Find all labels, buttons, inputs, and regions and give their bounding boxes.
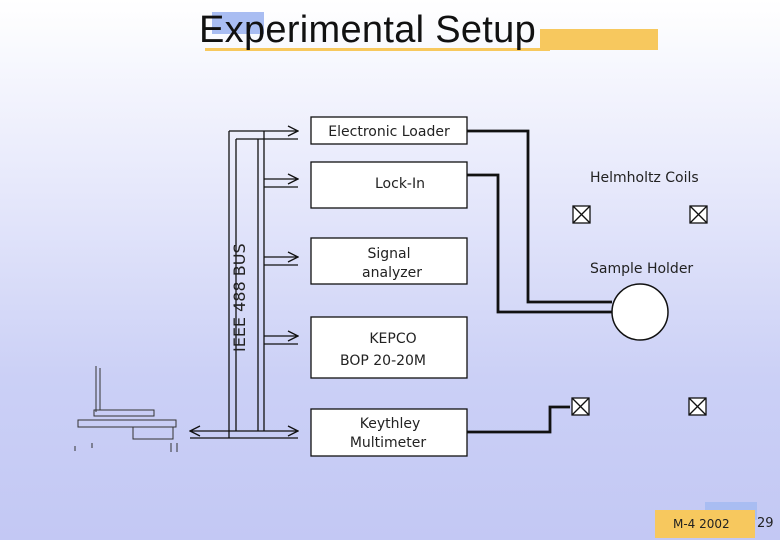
label-multimeter-line1: Keythley <box>360 416 421 432</box>
label-electronic-loader: Electronic Loader <box>328 124 450 140</box>
ieee-bus-line <box>228 131 265 438</box>
label-signal-analyzer-line1: Signal <box>367 246 410 262</box>
label-signal-analyzer-line2: analyzer <box>362 265 422 281</box>
wire-loader-to-sample <box>467 129 612 304</box>
bus-arrow-analyzer <box>264 257 298 266</box>
bus-arrow-loader <box>229 131 298 140</box>
sample-holder-label: Sample Holder <box>590 261 693 277</box>
page-number: 29 <box>757 516 774 531</box>
coil-icon-bottom-right <box>688 397 707 416</box>
label-lock-in: Lock-In <box>375 176 425 192</box>
box-kepco: KEPCO BOP 20-20M <box>310 316 468 379</box>
box-keythley-multimeter: Keythley Multimeter <box>310 408 468 457</box>
coil-icon-bottom-left <box>571 397 590 416</box>
sample-holder-circle <box>611 283 669 341</box>
ieee-bus-label: IEEE 488 BUS <box>230 243 249 352</box>
slide-title: Experimental Setup <box>199 9 537 51</box>
box-electronic-loader: Electronic Loader <box>310 116 468 145</box>
label-kepco-line2: BOP 20-20M <box>340 353 426 369</box>
wire-lockin-to-sample <box>467 173 612 314</box>
bus-arrow-multimeter <box>190 431 298 439</box>
label-kepco-line1: KEPCO <box>369 331 416 347</box>
helmholtz-coils-label: Helmholtz Coils <box>590 170 699 186</box>
coil-icon-top-left <box>572 205 591 224</box>
label-multimeter-line2: Multimeter <box>350 435 427 451</box>
title-decoration-gold <box>540 29 658 50</box>
wire-kepco-to-coils <box>467 405 570 434</box>
title-underline <box>205 48 550 51</box>
box-lock-in: Lock-In <box>310 161 468 209</box>
bus-arrow-lockin <box>264 179 298 188</box>
title-area: Experimental Setup <box>0 0 780 60</box>
title-decoration-blue <box>212 12 264 34</box>
footer-text: M-4 2002 <box>655 510 755 538</box>
coil-icon-top-right <box>689 205 708 224</box>
bus-arrow-kepco <box>264 336 298 345</box>
box-signal-analyzer: Signal analyzer <box>310 237 468 285</box>
computer-icon <box>74 366 178 452</box>
